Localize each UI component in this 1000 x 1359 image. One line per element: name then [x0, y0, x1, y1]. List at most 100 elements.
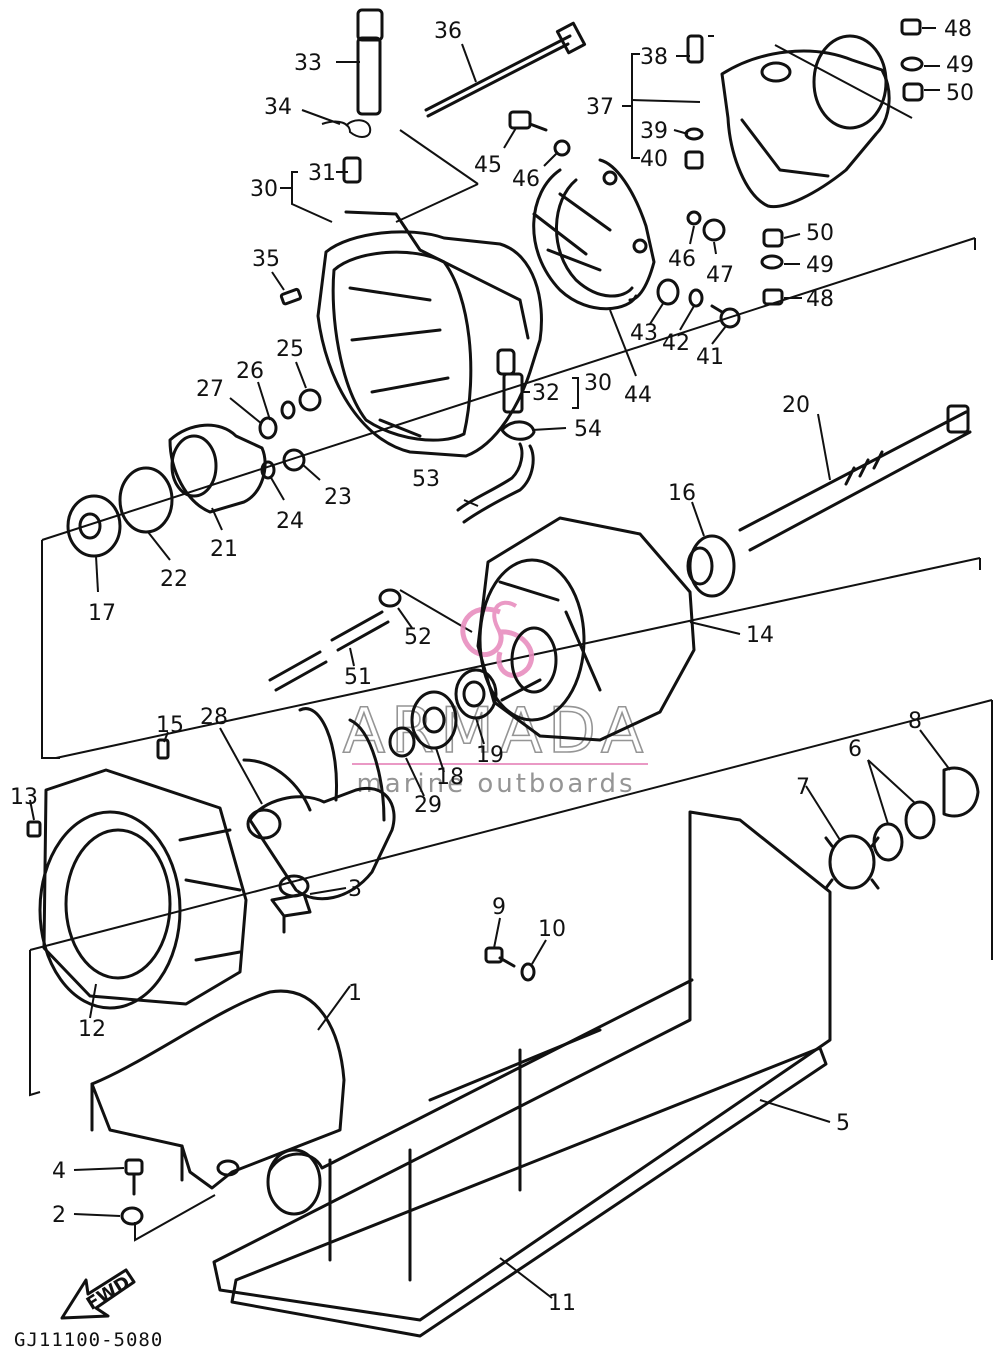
callout-48-lower: 48: [806, 287, 834, 312]
callout-23: 23: [324, 485, 352, 510]
part-5-gasket: [230, 1046, 828, 1338]
callout-47: 47: [706, 263, 734, 288]
part-46-washer: [553, 139, 702, 226]
part-31-sleeve: [342, 156, 362, 184]
callout-40: 40: [640, 147, 668, 172]
callout-14: 14: [746, 623, 774, 648]
part-11-ride-plate: [212, 810, 832, 1322]
part-24-washer: [260, 460, 276, 480]
callout-30-side: 30: [584, 371, 612, 396]
callout-33: 33: [294, 51, 322, 76]
part-9-bolt: [484, 946, 516, 968]
part-8-cap: [942, 766, 980, 818]
callout-29: 29: [414, 793, 442, 818]
part-2-nut: [120, 1206, 144, 1226]
part-54-clamp: [500, 420, 536, 441]
part-41-bolt: [710, 304, 741, 329]
part-42-washer: [688, 288, 704, 308]
callout-49-top: 49: [946, 53, 974, 78]
callout-46-lower: 46: [668, 247, 696, 272]
part-40-nut: [684, 150, 704, 170]
callout-50-top: 50: [946, 81, 974, 106]
part-53-hose: [456, 442, 535, 524]
part-4-bolt: [124, 1158, 144, 1196]
callout-35: 35: [252, 247, 280, 272]
part-37-nozzle: [720, 34, 891, 209]
part-14-pump-housing: [476, 516, 696, 742]
callout-6: 6: [848, 737, 862, 762]
callout-31: 31: [308, 161, 336, 186]
part-17-bearing: [66, 494, 122, 558]
callout-4: 4: [52, 1159, 66, 1184]
callout-numbers: 33 34 36 31 30 35 25 26 27 23 24 21 22 1…: [10, 17, 974, 1316]
callout-11: 11: [548, 1291, 576, 1316]
callout-21: 21: [210, 537, 238, 562]
part-38-bolt: [686, 34, 704, 64]
part-48-bolt: [762, 18, 922, 306]
callout-1: 1: [348, 981, 362, 1006]
callout-16: 16: [668, 481, 696, 506]
part-44-strainer: [532, 158, 656, 311]
callout-7: 7: [796, 775, 810, 800]
assembly-reference-lines: [29, 44, 993, 1242]
fwd-arrow-icon: FWD: [60, 1268, 136, 1320]
part-47-nut: [702, 218, 726, 242]
part-51-sleeve: [268, 610, 390, 692]
callout-51: 51: [344, 665, 372, 690]
part-34-clip: [321, 119, 372, 138]
part-25-bolt: [298, 388, 322, 412]
callout-34: 34: [264, 95, 292, 120]
part-22-gasket: [118, 466, 174, 534]
callout-2: 2: [52, 1203, 66, 1228]
callout-10: 10: [538, 917, 566, 942]
callout-38: 38: [640, 45, 668, 70]
callout-49-lower: 49: [806, 253, 834, 278]
callout-39: 39: [640, 119, 668, 144]
part-23-bolt: [282, 448, 306, 472]
callout-24: 24: [276, 509, 304, 534]
part-1-cover: [90, 989, 346, 1190]
part-43-collar: [656, 278, 680, 306]
part-36-bolt: [424, 21, 587, 118]
callout-26: 26: [236, 359, 264, 384]
callout-52: 52: [404, 625, 432, 650]
callout-25: 25: [276, 337, 304, 362]
callout-36: 36: [434, 19, 462, 44]
part-45-bolt: [508, 110, 548, 132]
part-18-bearing: [410, 690, 458, 750]
callout-50-lower: 50: [806, 221, 834, 246]
callout-13: 13: [10, 785, 38, 810]
callout-22: 22: [160, 567, 188, 592]
callout-17: 17: [88, 601, 116, 626]
callout-54: 54: [574, 417, 602, 442]
part-28-impeller: [242, 707, 396, 901]
fwd-label: FWD: [83, 1272, 134, 1315]
callout-18: 18: [436, 765, 464, 790]
part-12-intake-housing: [38, 768, 248, 1010]
callout-9: 9: [492, 895, 506, 920]
part-39-washer: [684, 127, 704, 141]
part-13-pin: [26, 820, 42, 838]
part-15-pin: [156, 738, 170, 760]
callout-53: 53: [412, 467, 440, 492]
watermark-tagline: marine outboards: [356, 769, 635, 799]
part-50-bushing: [762, 82, 924, 248]
part-26-washer: [280, 400, 296, 420]
callout-15: 15: [156, 713, 184, 738]
callout-28: 28: [200, 705, 228, 730]
drawing-code: GJ11100-5080: [14, 1329, 163, 1351]
callout-46-upper: 46: [512, 167, 540, 192]
part-7-coupler: [824, 834, 880, 890]
callout-8: 8: [908, 709, 922, 734]
part-16-bearing: [686, 534, 736, 598]
callout-5: 5: [836, 1111, 850, 1136]
callout-3: 3: [348, 877, 362, 902]
part-49-washer: [760, 56, 924, 270]
part-32-sleeve: [502, 372, 524, 414]
callout-27: 27: [196, 377, 224, 402]
part-3-plug: [270, 874, 312, 934]
callout-44: 44: [624, 383, 652, 408]
part-10-washer: [520, 962, 536, 982]
part-35-pin: [279, 287, 303, 306]
